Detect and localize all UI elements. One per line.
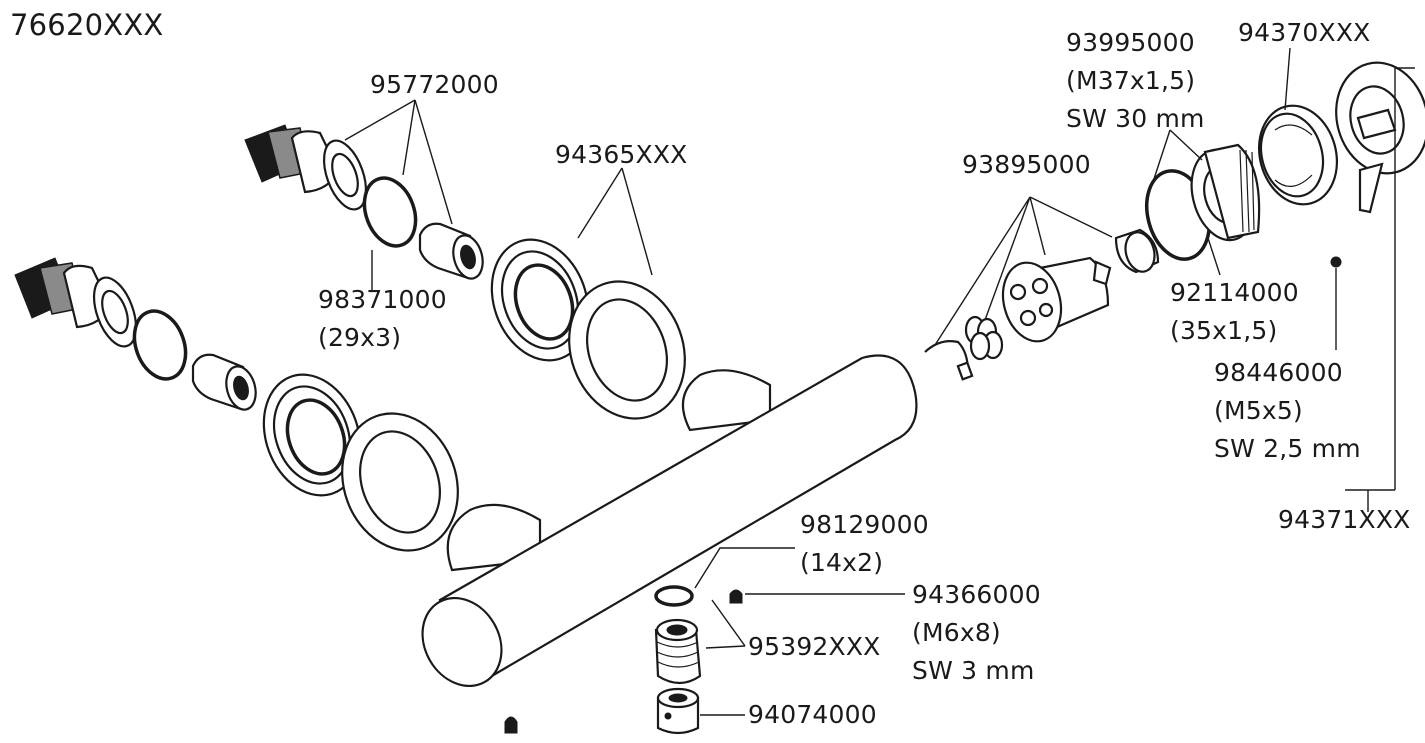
part-sw-94366000: SW 3 mm	[912, 656, 1035, 685]
part-label-98129000: 98129000	[800, 510, 929, 539]
part-label-93895000: 93895000	[962, 150, 1091, 179]
part-label-94074000: 94074000	[748, 700, 877, 729]
part-sw-93995000: SW 30 mm	[1066, 104, 1205, 133]
part-label-98371000: 98371000	[318, 285, 447, 314]
upper-left-fitting	[244, 124, 484, 280]
part-size-92114000: (35x1,5)	[1170, 316, 1278, 345]
leader-lines	[344, 47, 1415, 716]
drawing-title: 76620XXX	[10, 8, 164, 42]
mixer-body	[421, 354, 918, 688]
lower-small-parts	[504, 585, 743, 735]
part-label-94370xxx: 94370XXX	[1238, 18, 1371, 47]
lower-rosette-pair	[262, 373, 459, 552]
part-label-98446000: 98446000	[1214, 358, 1343, 387]
upper-rosette-pair	[490, 238, 686, 420]
part-size-98129000: (14x2)	[800, 548, 884, 577]
right-side-parts	[1145, 61, 1425, 268]
part-label-94365xxx: 94365XXX	[555, 140, 688, 169]
part-label-95392xxx: 95392XXX	[748, 632, 881, 661]
part-size-93995000: (M37x1,5)	[1066, 66, 1196, 95]
part-sw-98446000: SW 2,5 mm	[1214, 434, 1361, 463]
part-size-94366000: (M6x8)	[912, 618, 1001, 647]
cartridge-assembly	[924, 228, 1160, 381]
part-size-98446000: (M5x5)	[1214, 396, 1303, 425]
part-label-93995000: 93995000	[1066, 28, 1195, 57]
lower-left-fitting	[14, 257, 257, 411]
part-label-95772000: 95772000	[370, 70, 499, 99]
part-size-98371000: (29x3)	[318, 323, 402, 352]
part-label-94366000: 94366000	[912, 580, 1041, 609]
part-label-94371xxx: 94371XXX	[1278, 505, 1411, 534]
part-label-92114000: 92114000	[1170, 278, 1299, 307]
